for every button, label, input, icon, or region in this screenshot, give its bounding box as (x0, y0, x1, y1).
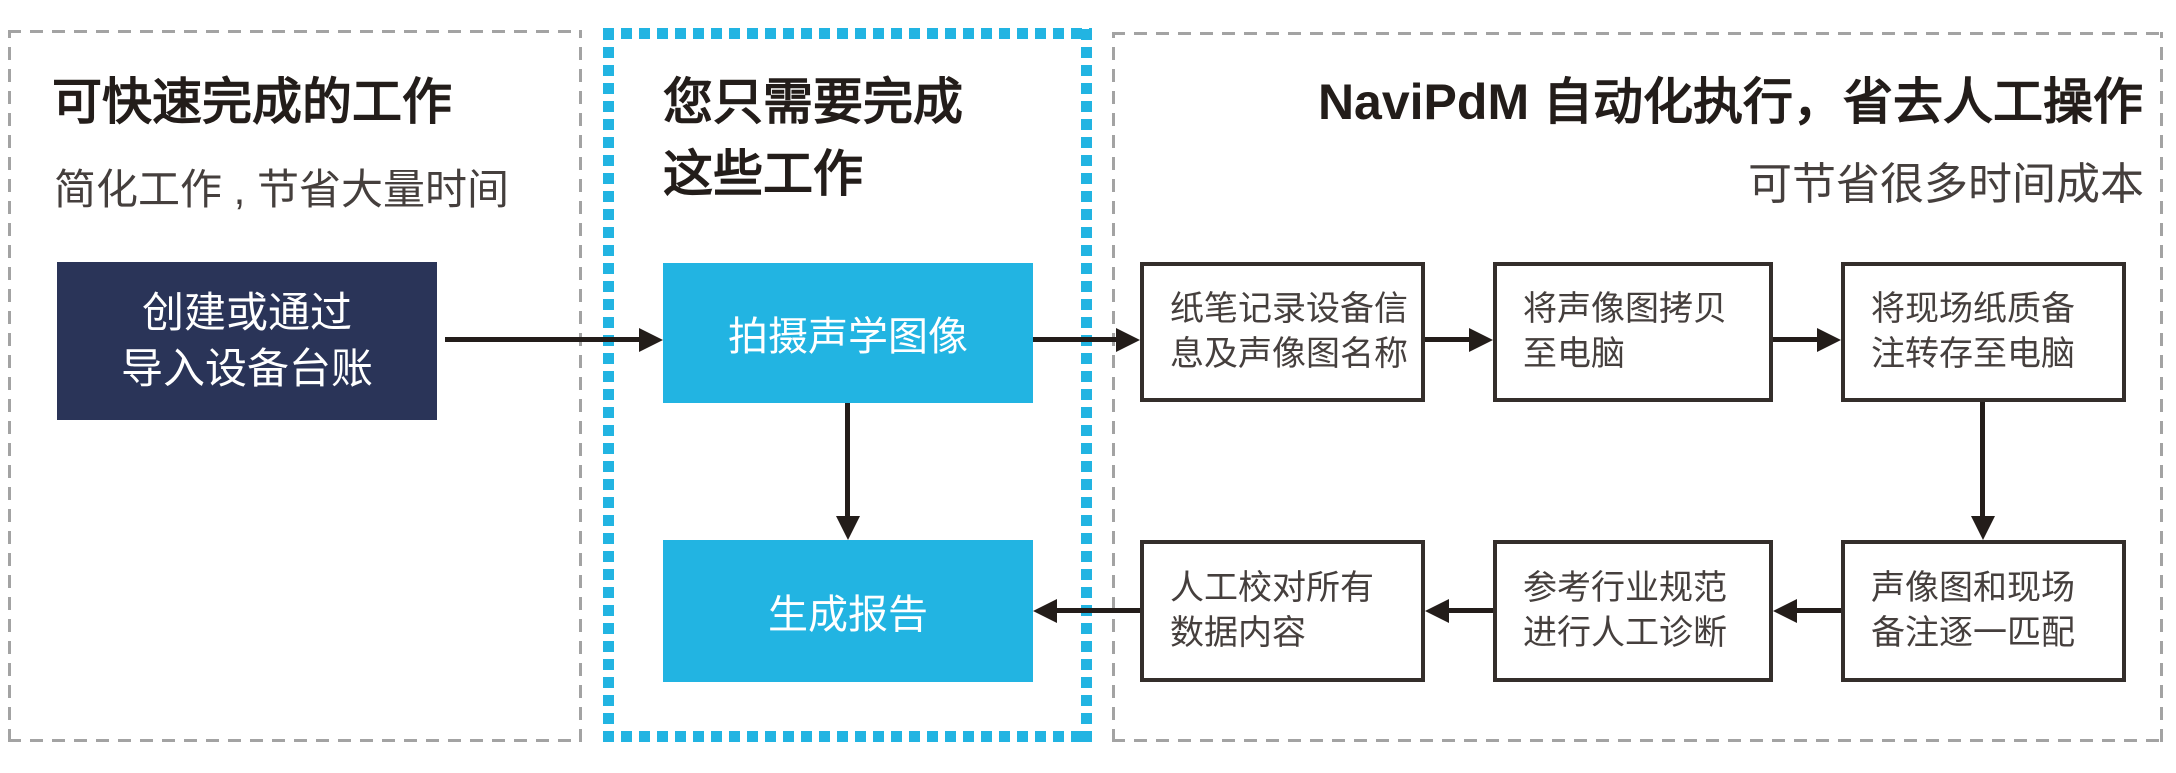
right-panel-subtitle: 可节省很多时间成本 (1748, 160, 2144, 209)
node-capture-acoustic-image-label: 拍摄声学图像 (728, 315, 968, 359)
node-match-images-and-notes-line1: 声像图和现场 (1871, 569, 2075, 607)
node-transfer-paper-notes-line1: 将现场纸质备 (1871, 290, 2075, 328)
node-create-or-import-ledger-line2: 导入设备台账 (120, 345, 373, 392)
node-copy-images-to-pc-line1: 将声像图拷贝 (1523, 290, 1727, 328)
node-manual-diagnosis-line1: 参考行业规范 (1523, 569, 1727, 607)
node-record-device-info: 纸笔记录设备信 息及声像图名称 (1140, 262, 1425, 402)
right-panel-title: NaviPdM 自动化执行，省去人工操作 (1317, 74, 2143, 130)
node-proofread-data: 人工校对所有 数据内容 (1140, 540, 1425, 682)
node-transfer-paper-notes: 将现场纸质备 注转存至电脑 (1841, 262, 2126, 402)
node-transfer-paper-notes-line2: 注转存至电脑 (1871, 335, 2075, 373)
node-create-or-import-ledger-line1: 创建或通过 (141, 289, 352, 336)
left-panel-subtitle: 简化工作 , 节省大量时间 (54, 166, 510, 213)
node-match-images-and-notes-line2: 备注逐一匹配 (1871, 614, 2075, 652)
node-copy-images-to-pc-line2: 至电脑 (1523, 335, 1625, 373)
node-match-images-and-notes: 声像图和现场 备注逐一匹配 (1841, 540, 2126, 682)
node-create-or-import-ledger: 创建或通过 导入设备台账 (57, 262, 437, 420)
node-generate-report-label: 生成报告 (768, 593, 928, 637)
node-capture-acoustic-image: 拍摄声学图像 (663, 263, 1033, 403)
node-proofread-data-line1: 人工校对所有 (1170, 569, 1374, 607)
middle-panel-title-line2: 这些工作 (663, 146, 863, 202)
node-record-device-info-line2: 息及声像图名称 (1170, 335, 1408, 373)
left-panel-title: 可快速完成的工作 (52, 74, 452, 130)
node-manual-diagnosis: 参考行业规范 进行人工诊断 (1493, 540, 1773, 682)
node-proofread-data-line2: 数据内容 (1170, 614, 1306, 652)
node-generate-report: 生成报告 (663, 540, 1033, 682)
middle-panel-title-line1: 您只需要完成 (663, 74, 963, 130)
node-manual-diagnosis-line2: 进行人工诊断 (1523, 614, 1727, 652)
node-record-device-info-line1: 纸笔记录设备信 (1170, 290, 1408, 328)
node-copy-images-to-pc: 将声像图拷贝 至电脑 (1493, 262, 1773, 402)
